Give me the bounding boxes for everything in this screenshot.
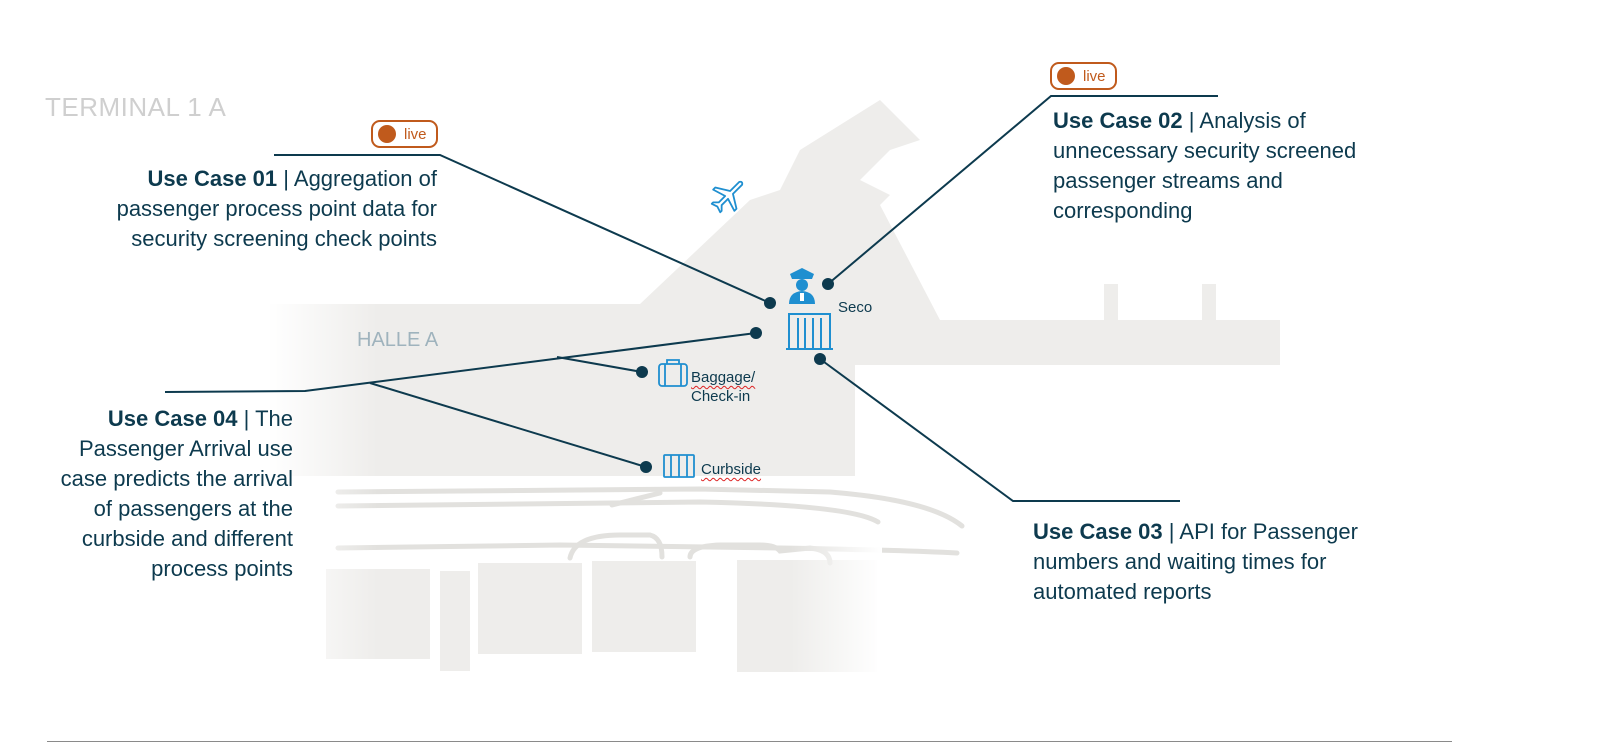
uc4-connector <box>164 332 757 393</box>
use-case-03-text: API for Passenger numbers and waiting ti… <box>1033 519 1358 604</box>
use-case-03-title: Use Case 03 <box>1033 519 1163 544</box>
baggage-dot <box>636 366 648 378</box>
use-case-02-text: Analysis of unnecessary security screene… <box>1053 108 1357 223</box>
uc2-connector <box>827 95 1218 285</box>
uc4-branch-baggage <box>556 356 643 373</box>
baggage-label: Baggage/ Check-in <box>691 369 756 405</box>
suitcase-icon <box>658 359 688 387</box>
airplane-icon <box>710 180 744 214</box>
use-case-02-title: Use Case 02 <box>1053 108 1183 133</box>
use-case-03: Use Case 03 | API for Passenger numbers … <box>1033 519 1358 604</box>
turnstile-icon <box>663 454 695 478</box>
halle-label: HALLE A <box>357 329 439 351</box>
uc3-connector <box>819 358 1180 502</box>
curbside-label: Curbside <box>701 461 762 478</box>
seco-label: Seco <box>838 299 873 316</box>
use-case-04: Use Case 04 | The Passenger Arrival use … <box>60 406 293 581</box>
page-title: TERMINAL 1 A <box>45 92 227 122</box>
security-officer-icon <box>789 268 815 304</box>
gate-icon <box>786 313 833 350</box>
use-case-01-text: Aggregation of passenger process point d… <box>116 166 437 251</box>
live-badge-uc2[interactable]: live <box>1050 62 1117 90</box>
use-case-04-title: Use Case 04 <box>107 406 238 431</box>
building-3 <box>478 563 582 654</box>
connector-dots <box>636 278 834 473</box>
use-case-02: Use Case 02 | Analysis of unnecessary se… <box>1053 108 1357 223</box>
live-dot-icon <box>1057 67 1075 85</box>
building-2 <box>440 571 470 671</box>
pier-stub-1 <box>1104 284 1118 324</box>
uc2-dot <box>822 278 834 290</box>
curbside-dot <box>640 461 652 473</box>
pier-stub-2 <box>1202 284 1216 324</box>
live-dot-icon <box>378 125 396 143</box>
live-badge-uc1[interactable]: live <box>371 120 438 148</box>
building-4 <box>592 561 696 652</box>
uc4-branch-curbside <box>369 382 647 468</box>
use-case-01-title: Use Case 01 <box>147 166 278 191</box>
use-case-01: Use Case 01 | Aggregation of passenger p… <box>116 166 437 251</box>
uc1-dot <box>764 297 776 309</box>
uc3-dot <box>814 353 826 365</box>
connector-lines <box>164 95 1218 502</box>
bottom-divider <box>47 741 1452 742</box>
uc1-connector <box>274 154 771 304</box>
uc4-dot <box>750 327 762 339</box>
use-case-04-text: The Passenger Arrival use case predicts … <box>60 406 293 581</box>
